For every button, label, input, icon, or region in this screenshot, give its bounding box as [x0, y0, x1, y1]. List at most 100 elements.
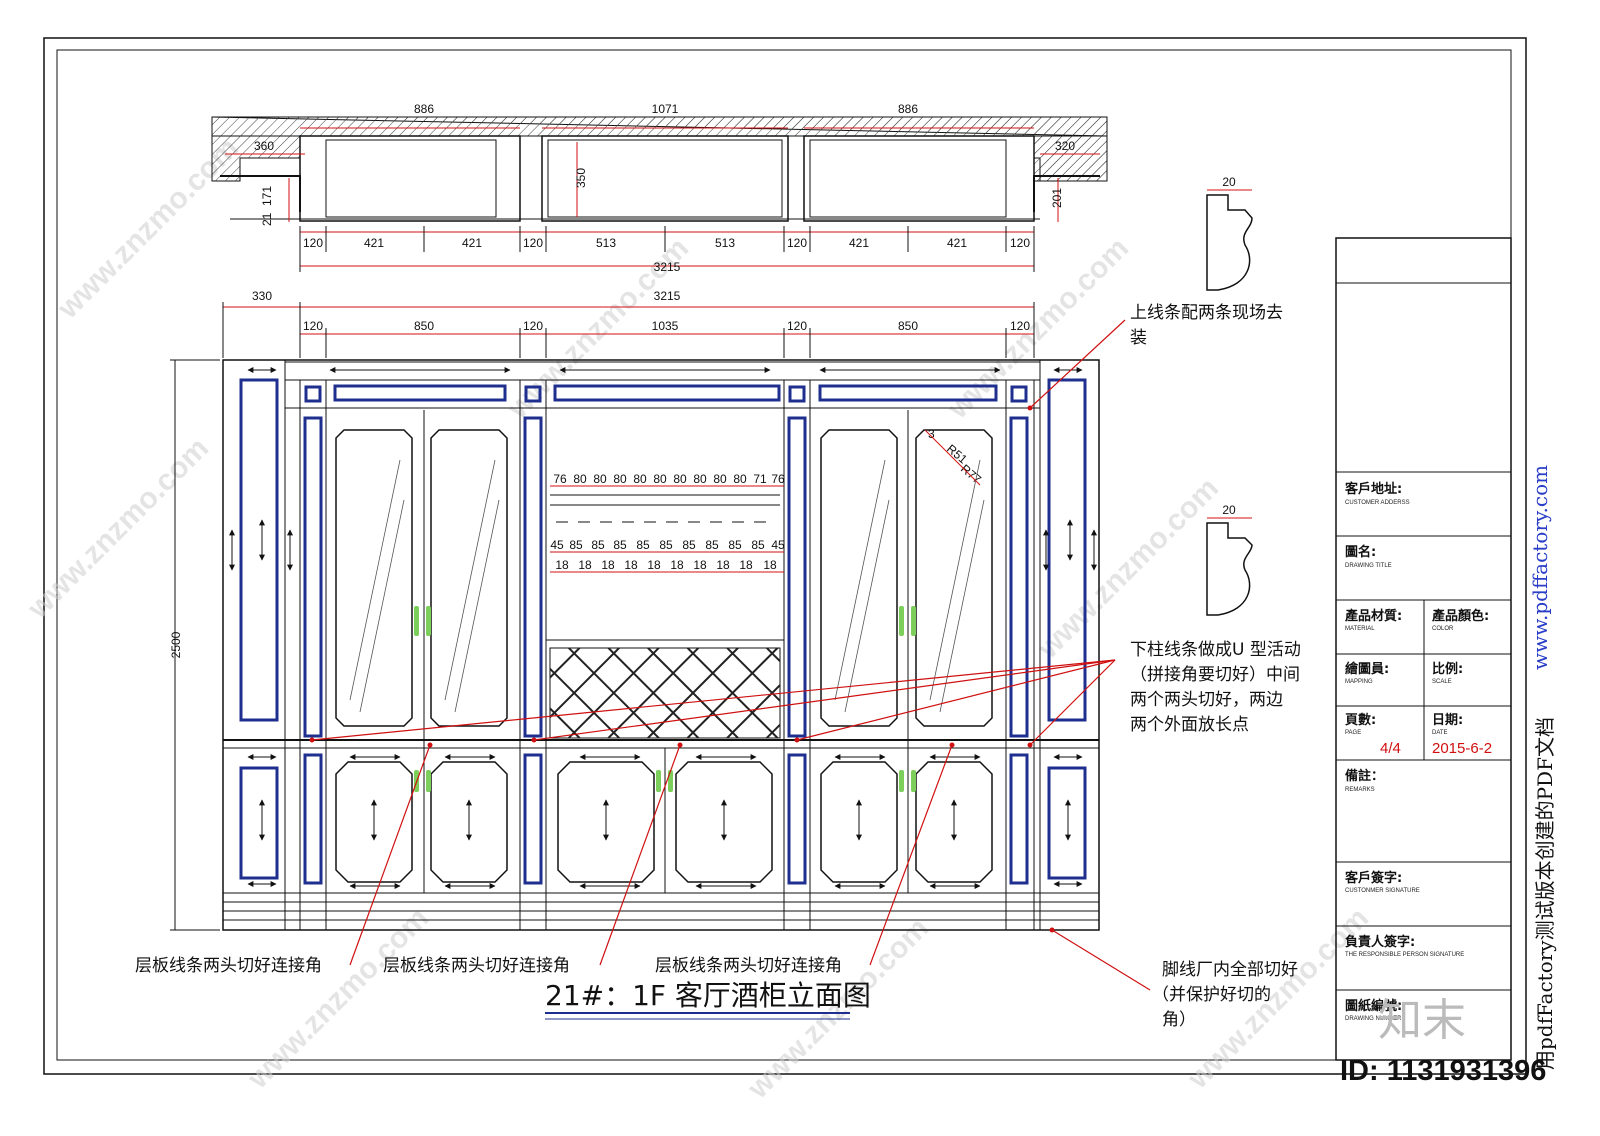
- svg-text:120: 120: [1010, 236, 1030, 250]
- note-column-molding-3: 两个两头切好，两边: [1130, 690, 1283, 710]
- svg-text:850: 850: [898, 319, 918, 333]
- molding-profile-bottom: 20: [1206, 503, 1253, 616]
- side-url-text: www.pdffactory.com: [1528, 465, 1552, 670]
- svg-text:www.znzmo.com: www.znzmo.com: [1031, 472, 1225, 666]
- svg-text:CUSTONMER SIGNATURE: CUSTONMER SIGNATURE: [1345, 888, 1420, 894]
- svg-text:85: 85: [705, 538, 719, 552]
- id-label: ID: 1131931396: [1340, 1055, 1546, 1087]
- svg-text:80: 80: [653, 472, 667, 486]
- note-column-molding-2: （拼接角要切好）中间: [1130, 665, 1300, 685]
- molding-profile-top: 20: [1206, 175, 1253, 291]
- svg-text:客戶簽字:: 客戶簽字:: [1345, 870, 1402, 886]
- svg-text:3: 3: [928, 427, 935, 441]
- svg-text:120: 120: [303, 319, 323, 333]
- plan-dim-center-depth: 350: [574, 168, 588, 188]
- svg-text:www.znzmo.com: www.znzmo.com: [21, 432, 215, 626]
- svg-text:COLOR: COLOR: [1432, 626, 1454, 632]
- svg-text:80: 80: [633, 472, 647, 486]
- svg-text:85: 85: [751, 538, 765, 552]
- svg-text:120: 120: [303, 236, 323, 250]
- svg-text:76: 76: [553, 472, 567, 486]
- svg-text:2015-6-2: 2015-6-2: [1432, 740, 1492, 757]
- svg-text:頁數:: 頁數:: [1345, 712, 1376, 728]
- svg-text:80: 80: [693, 472, 707, 486]
- svg-text:513: 513: [596, 236, 616, 250]
- svg-text:MAPPING: MAPPING: [1345, 679, 1373, 685]
- note-skirting-1: 脚线厂内全部切好: [1162, 960, 1298, 980]
- svg-text:THE RESPONSIBLE PERSON SIGNATU: THE RESPONSIBLE PERSON SIGNATURE: [1345, 952, 1464, 958]
- svg-text:71: 71: [753, 472, 767, 486]
- note-upper-molding: 上线条配两条现场去: [1130, 303, 1283, 323]
- plan-dim-left-small-a: 21: [260, 212, 274, 226]
- svg-text:85: 85: [569, 538, 583, 552]
- svg-text:REMARKS: REMARKS: [1345, 787, 1375, 793]
- svg-text:850: 850: [414, 319, 434, 333]
- svg-text:85: 85: [659, 538, 673, 552]
- plan-dim-left: 886: [414, 102, 434, 116]
- svg-text:產品顏色:: 產品顏色:: [1431, 608, 1489, 624]
- svg-text:20: 20: [1222, 503, 1236, 517]
- leader-dots: [309, 405, 1055, 933]
- wine-rack-dims: 76 80 80 80 80 80 80 80 80 80 71 76 45 8…: [550, 427, 984, 573]
- svg-text:120: 120: [787, 319, 807, 333]
- svg-text:45: 45: [771, 538, 785, 552]
- svg-text:18: 18: [601, 558, 615, 572]
- plan-dim-right: 886: [898, 102, 918, 116]
- title-block-labels: 客戶地址: CUSTOMER ADDERSS 圖名: DRAWING TITLE…: [1344, 481, 1492, 1022]
- note-skirting-2: （并保护好切的: [1152, 985, 1271, 1005]
- svg-text:80: 80: [733, 472, 747, 486]
- svg-text:繪圖員:: 繪圖員:: [1345, 661, 1389, 677]
- svg-text:421: 421: [849, 236, 869, 250]
- svg-text:20: 20: [1222, 175, 1236, 189]
- side-pdf-text: 用pdfFactory测试版本创建的PDF文档: [1533, 717, 1557, 1070]
- svg-text:421: 421: [947, 236, 967, 250]
- svg-text:18: 18: [578, 558, 592, 572]
- svg-text:76: 76: [771, 472, 785, 486]
- svg-text:18: 18: [739, 558, 753, 572]
- plan-bottom-segments: 120 421 421 120 513 513 120 421 421 120: [303, 236, 1030, 250]
- svg-text:圖紙編號:: 圖紙編號:: [1345, 998, 1402, 1014]
- svg-text:120: 120: [523, 319, 543, 333]
- svg-text:18: 18: [647, 558, 661, 572]
- svg-text:421: 421: [462, 236, 482, 250]
- svg-text:80: 80: [613, 472, 627, 486]
- svg-text:PAGE: PAGE: [1345, 730, 1361, 736]
- plan-dim-total: 3215: [654, 260, 681, 274]
- svg-text:1035: 1035: [652, 319, 679, 333]
- svg-text:80: 80: [593, 472, 607, 486]
- plan-dim-left-small-b: 171: [260, 186, 274, 206]
- svg-text:DRAWING TITLE: DRAWING TITLE: [1345, 563, 1392, 569]
- svg-text:120: 120: [523, 236, 543, 250]
- svg-text:4/4: 4/4: [1380, 740, 1401, 757]
- note-column-molding-4: 两个外面放长点: [1130, 715, 1249, 735]
- plan-dim-left-depth: 360: [254, 139, 274, 153]
- elevation-dimensions: 330 3215 120 850 120 1035 120 850 120 25…: [169, 289, 1035, 931]
- svg-text:85: 85: [613, 538, 627, 552]
- cabinet-elevation: [222, 359, 1100, 931]
- title-block: [1335, 237, 1512, 1061]
- svg-text:18: 18: [763, 558, 777, 572]
- svg-text:R77: R77: [958, 462, 984, 487]
- svg-text:3215: 3215: [654, 289, 681, 303]
- brand-logo: 知末: [1378, 995, 1466, 1046]
- svg-text:DATE: DATE: [1432, 730, 1448, 736]
- svg-text:330: 330: [252, 289, 272, 303]
- note-upper-molding-2: 装: [1130, 328, 1147, 348]
- svg-text:比例:: 比例:: [1432, 661, 1463, 677]
- note-skirting-3: 角）: [1162, 1010, 1196, 1030]
- svg-text:2500: 2500: [169, 631, 183, 658]
- svg-text:日期:: 日期:: [1432, 713, 1463, 728]
- svg-text:421: 421: [364, 236, 384, 250]
- note-column-molding-1: 下柱线条做成U 型活动: [1130, 640, 1301, 660]
- svg-text:產品材質:: 產品材質:: [1344, 608, 1402, 624]
- svg-text:80: 80: [573, 472, 587, 486]
- svg-text:負責人簽字:: 負責人簽字:: [1345, 934, 1415, 950]
- note-shelf-3: 层板线条两头切好连接角: [655, 956, 842, 976]
- svg-text:18: 18: [693, 558, 707, 572]
- drawing-title: 21#：1F 客厅酒柜立面图: [545, 979, 871, 1012]
- plan-dim-right-depth: 320: [1055, 139, 1075, 153]
- svg-text:85: 85: [682, 538, 696, 552]
- svg-text:18: 18: [624, 558, 638, 572]
- svg-text:18: 18: [716, 558, 730, 572]
